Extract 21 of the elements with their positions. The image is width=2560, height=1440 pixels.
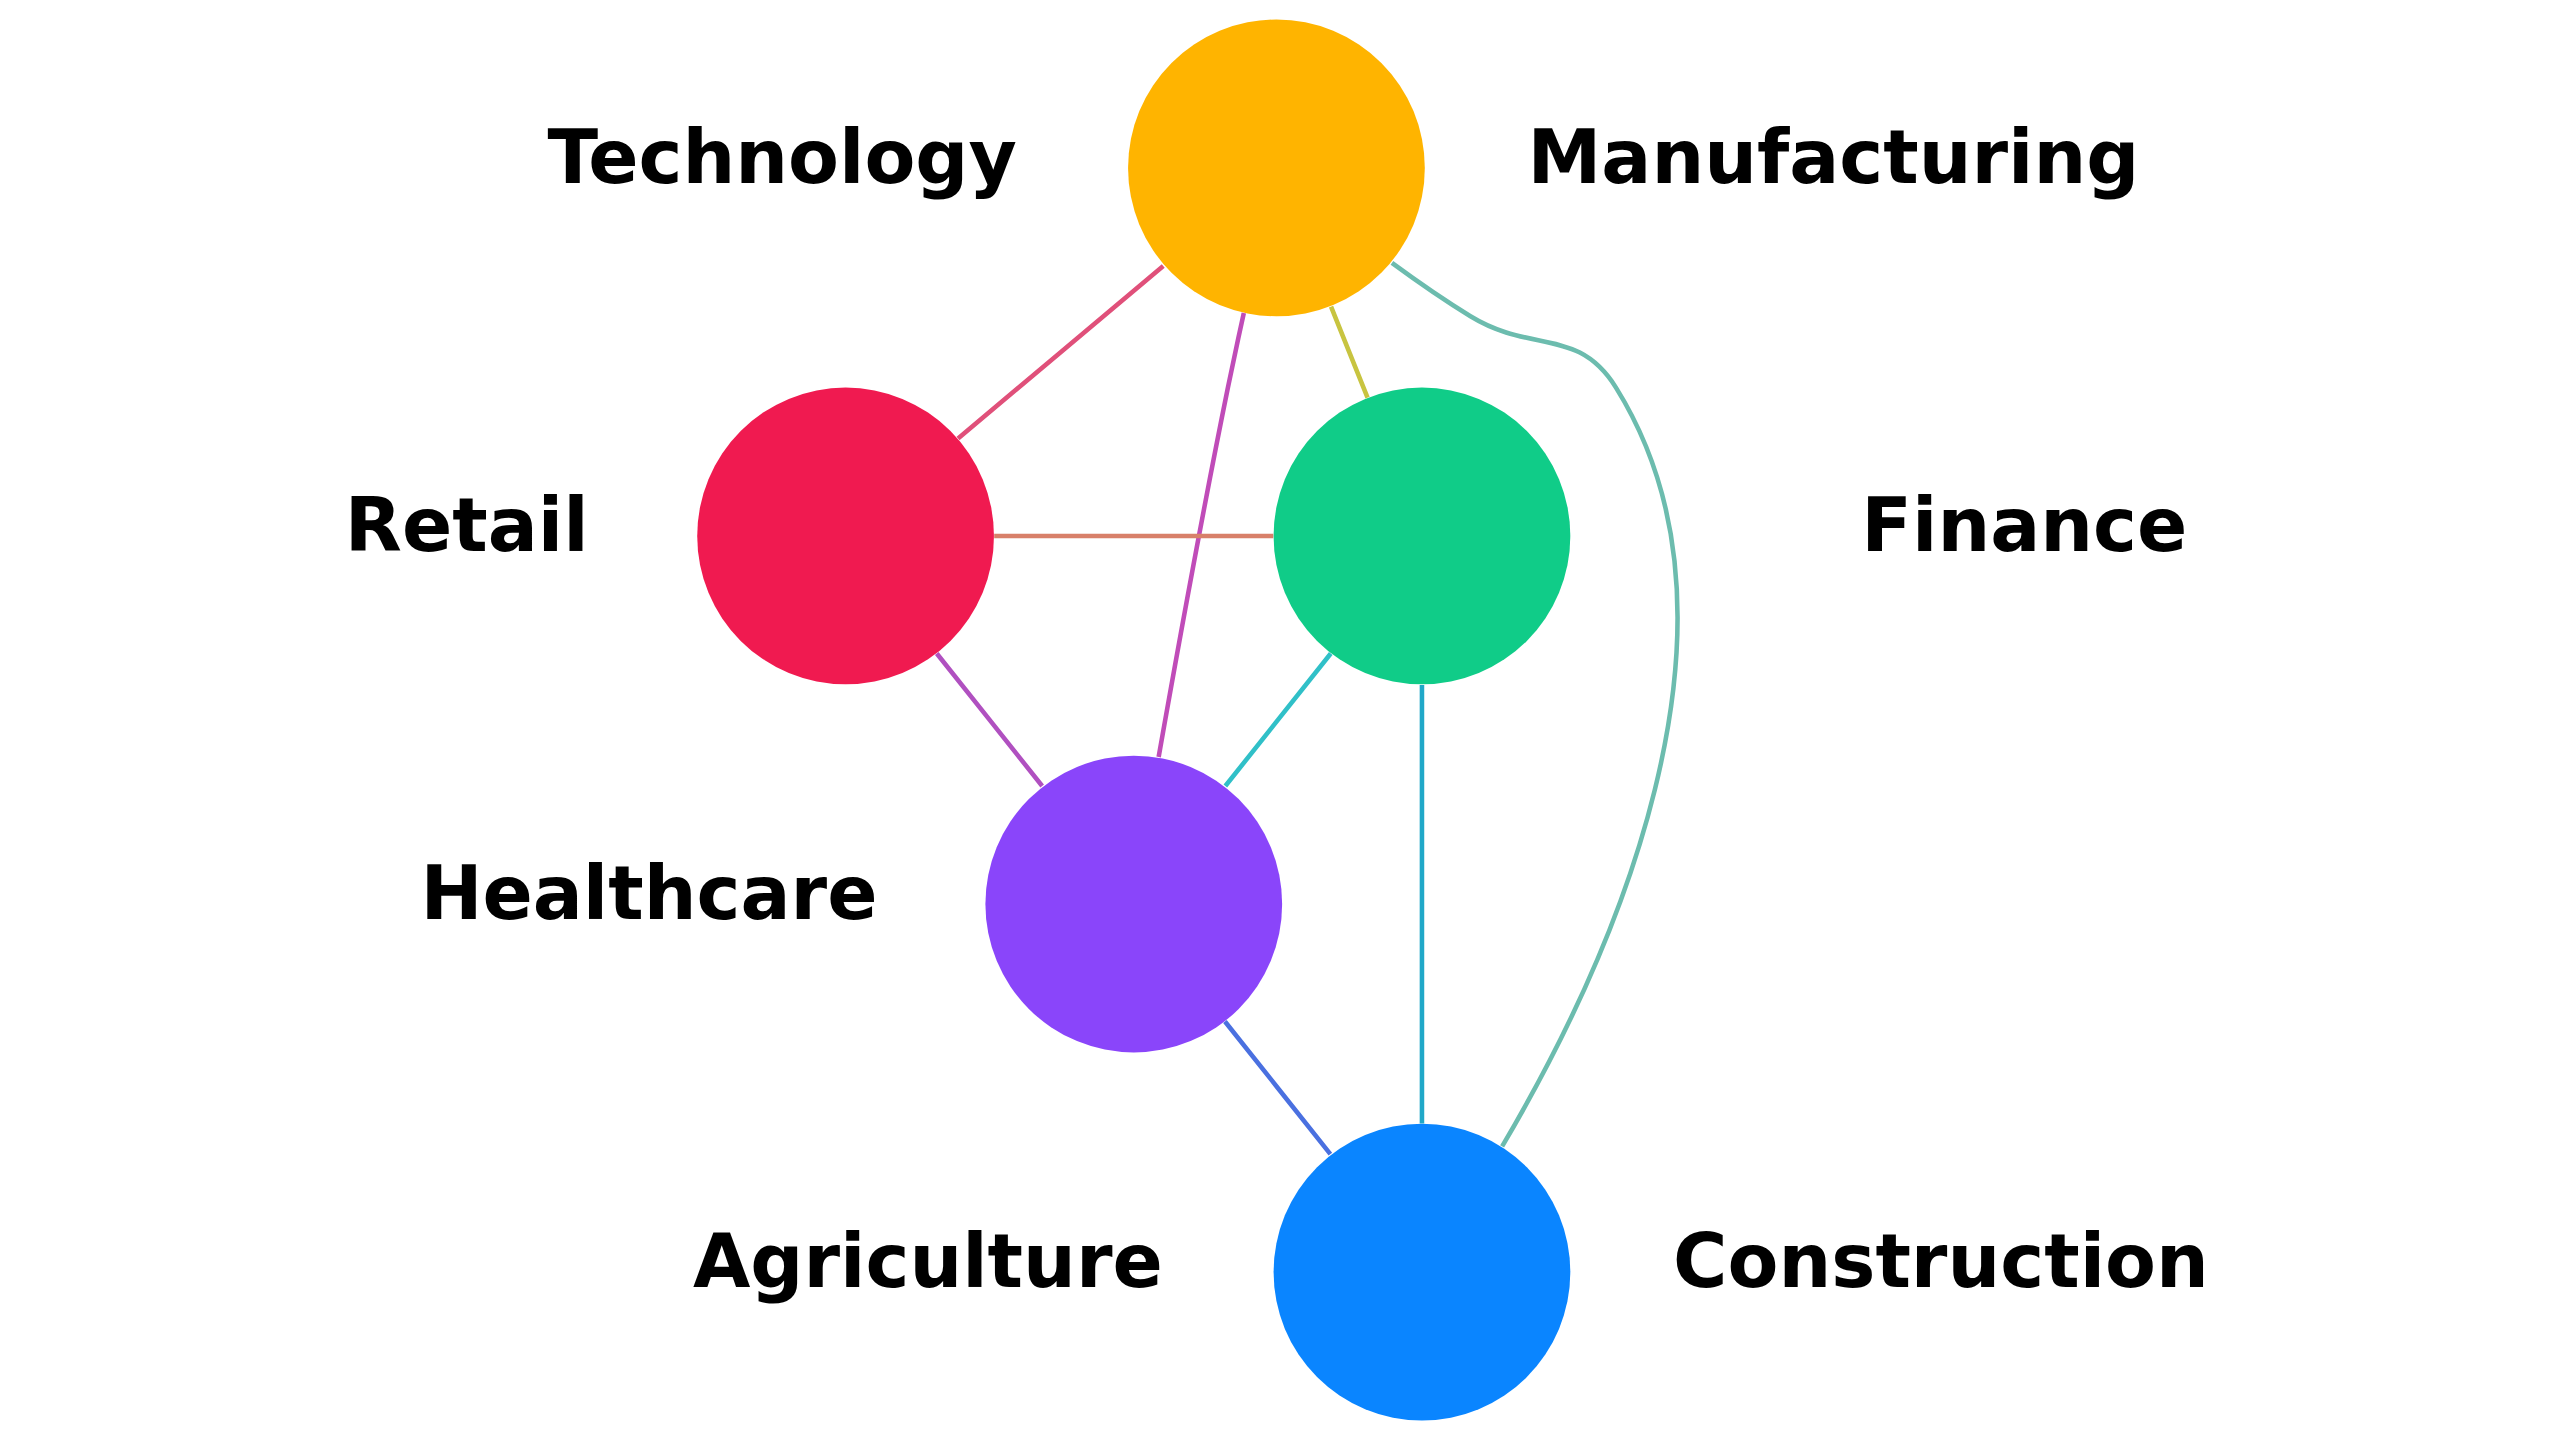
node-label: Agriculture [692, 1218, 1163, 1305]
connector [1223, 1020, 1333, 1156]
connector [1223, 652, 1333, 788]
connector [1156, 312, 1247, 758]
connector [1328, 305, 1370, 399]
connector [1419, 684, 1425, 1124]
node-label: Healthcare [420, 850, 878, 937]
node-label: Finance [1861, 482, 2188, 569]
connector [994, 533, 1274, 539]
connector [935, 652, 1044, 788]
node-label: Technology [547, 114, 1017, 201]
node-label: Construction [1673, 1218, 2209, 1305]
connector [1390, 261, 1679, 1148]
node-label: Manufacturing [1527, 114, 2140, 201]
node-circle [697, 387, 994, 685]
node-circle [1273, 1123, 1571, 1421]
node-circle [985, 755, 1283, 1053]
node-circle [1273, 387, 1571, 685]
node-circle [1128, 19, 1425, 317]
connector [956, 264, 1165, 441]
node-label: Retail [344, 482, 589, 569]
